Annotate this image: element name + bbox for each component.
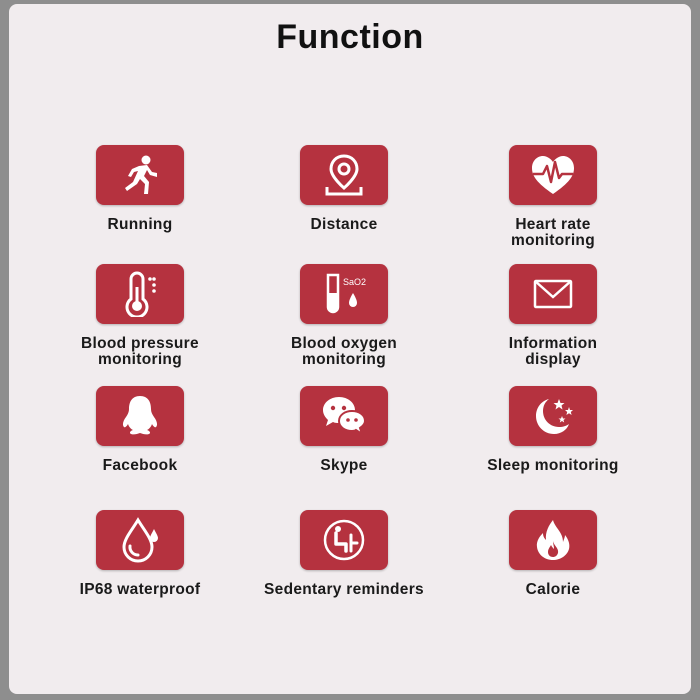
feature-running: Running <box>25 145 255 233</box>
water-drop-icon <box>122 517 158 563</box>
sleep-tile <box>509 386 597 446</box>
feature-blood-pressure: Blood pressure monitoring <box>25 264 255 368</box>
feature-waterproof: IP68 waterproof <box>25 510 255 598</box>
feature-calorie: Calorie <box>438 510 668 598</box>
sitting-person-icon <box>323 519 365 561</box>
feature-label: Sleep monitoring <box>487 457 619 474</box>
feature-heart-rate: Heart rate monitoring <box>438 145 668 249</box>
sedentary-tile <box>300 510 388 570</box>
running-tile <box>96 145 184 205</box>
chat-bubbles-icon <box>323 397 367 437</box>
facebook-tile <box>96 386 184 446</box>
page-title: Function <box>276 18 424 56</box>
moon-stars-icon <box>536 399 573 434</box>
test-tube-icon: SaO2 <box>326 273 366 314</box>
feature-label: Calorie <box>525 581 581 598</box>
feature-label: Distance <box>310 216 378 233</box>
feature-distance: Distance <box>229 145 459 233</box>
feature-label: Blood oxygen monitoring <box>290 335 398 368</box>
envelope-icon <box>533 279 573 309</box>
heart-rate-tile <box>509 145 597 205</box>
feature-facebook: Facebook <box>25 386 255 474</box>
content-card <box>9 4 691 694</box>
waterproof-tile <box>96 510 184 570</box>
feature-blood-oxygen: SaO2 Blood oxygen monitoring <box>229 264 459 368</box>
feature-label: Skype <box>320 457 368 474</box>
information-tile <box>509 264 597 324</box>
feature-sleep: Sleep monitoring <box>438 386 668 474</box>
blood-pressure-tile <box>96 264 184 324</box>
calorie-tile <box>509 510 597 570</box>
distance-tile <box>300 145 388 205</box>
feature-information: Information display <box>438 264 668 368</box>
location-pin-icon <box>325 154 363 196</box>
feature-label: Sedentary reminders <box>264 581 424 598</box>
thermometer-icon <box>125 271 156 317</box>
feature-label: Facebook <box>102 457 178 474</box>
skype-tile <box>300 386 388 446</box>
feature-skype: Skype <box>229 386 459 474</box>
feature-label: Blood pressure monitoring <box>81 335 199 368</box>
feature-label: IP68 waterproof <box>79 581 201 598</box>
sao2-text: SaO2 <box>343 277 366 287</box>
blood-oxygen-tile: SaO2 <box>300 264 388 324</box>
penguin-icon <box>122 396 158 435</box>
running-icon <box>125 155 157 194</box>
feature-label: Information display <box>508 335 598 368</box>
feature-sedentary: Sedentary reminders <box>229 510 459 598</box>
heart-pulse-icon <box>532 156 574 194</box>
feature-label: Running <box>107 216 173 233</box>
feature-label: Heart rate monitoring <box>511 216 595 249</box>
flame-icon <box>536 520 570 560</box>
